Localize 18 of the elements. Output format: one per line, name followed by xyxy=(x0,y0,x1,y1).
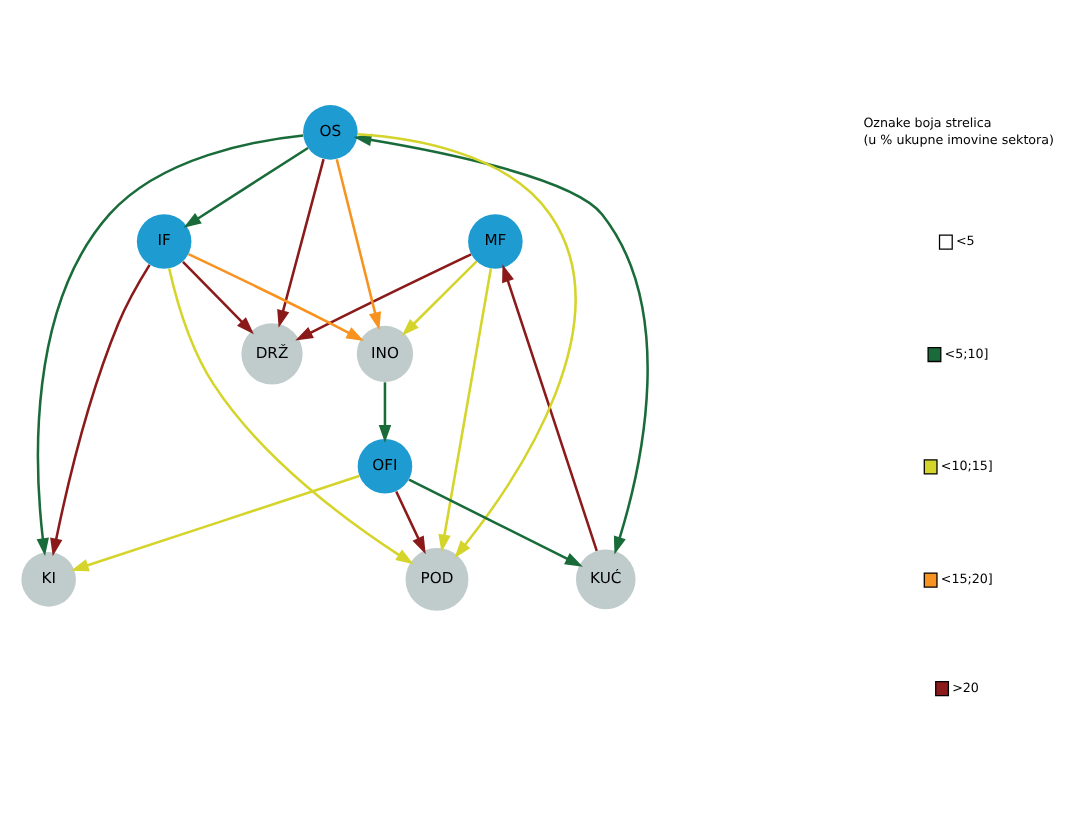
arrow xyxy=(277,157,325,327)
arrow xyxy=(353,132,649,554)
arrow xyxy=(182,260,254,334)
arrow xyxy=(70,473,360,571)
arrow xyxy=(395,490,426,554)
arrow xyxy=(408,477,583,566)
arrow xyxy=(335,157,382,329)
arrow xyxy=(357,132,577,558)
arrow xyxy=(295,252,472,340)
arrow xyxy=(50,263,151,556)
arrow xyxy=(438,267,493,552)
arrow xyxy=(167,267,414,564)
arrow xyxy=(401,259,478,335)
arrow xyxy=(378,381,392,442)
arrow xyxy=(183,145,309,227)
arrow xyxy=(187,252,364,341)
arrow xyxy=(502,263,598,551)
arrow xyxy=(36,133,304,556)
